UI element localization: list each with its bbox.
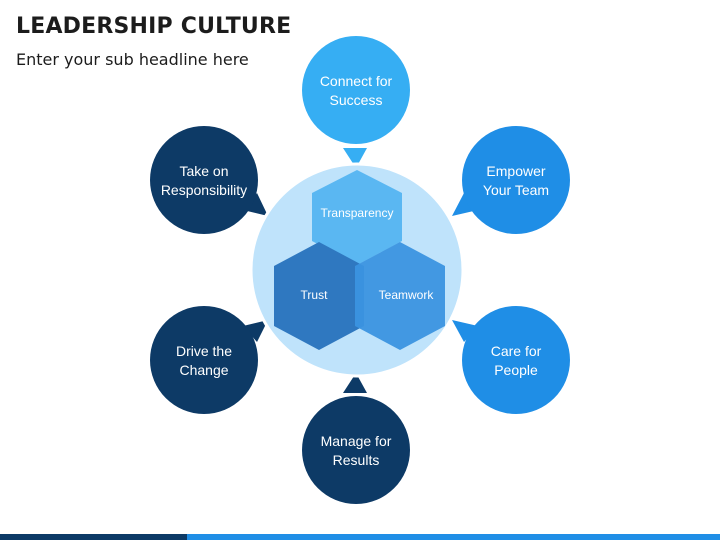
- hex-teamwork-label: Teamwork: [379, 288, 435, 302]
- node-care-for-people: Care for People: [462, 306, 570, 414]
- tail-bottom-right: [452, 320, 478, 342]
- footer-bar-navy: [0, 534, 187, 540]
- tail-bottom: [343, 373, 367, 393]
- node-connect-line2: Success: [330, 92, 383, 108]
- page-subtitle: Enter your sub headline here: [16, 50, 249, 69]
- node-care-line1: Care for: [491, 343, 542, 359]
- hex-trust-label: Trust: [301, 288, 329, 302]
- tail-top: [343, 148, 367, 168]
- hex-transparency-label: Transparency: [321, 206, 394, 220]
- hex-teamwork: [355, 242, 445, 350]
- node-connect-for-success: Connect for Success: [302, 36, 410, 144]
- node-drive-the-change: Drive the Change: [150, 306, 258, 414]
- node-take-line2: Responsibility: [161, 182, 247, 198]
- footer-accent-bar: [0, 534, 720, 540]
- node-empower-your-team: Empower Your Team: [462, 126, 570, 234]
- footer-bar-blue: [187, 534, 720, 540]
- node-take-line1: Take on: [179, 163, 228, 179]
- node-drive-line1: Drive the: [176, 343, 232, 359]
- node-take-on-responsibility: Take on Responsibility: [150, 126, 258, 234]
- node-empower-line2: Your Team: [483, 182, 549, 198]
- hex-transparency: [312, 170, 402, 265]
- node-manage-line2: Results: [333, 452, 380, 468]
- tail-top-left: [243, 193, 268, 216]
- page-title: LEADERSHIP CULTURE: [16, 14, 292, 39]
- tail-bottom-left: [243, 320, 268, 342]
- node-manage-line1: Manage for: [321, 433, 392, 449]
- node-drive-line2: Change: [179, 362, 228, 378]
- node-connect-line1: Connect for: [320, 73, 393, 89]
- node-empower-line1: Empower: [486, 163, 545, 179]
- node-care-line2: People: [494, 362, 538, 378]
- node-manage-for-results: Manage for Results: [302, 396, 410, 504]
- hex-trust: [274, 242, 364, 350]
